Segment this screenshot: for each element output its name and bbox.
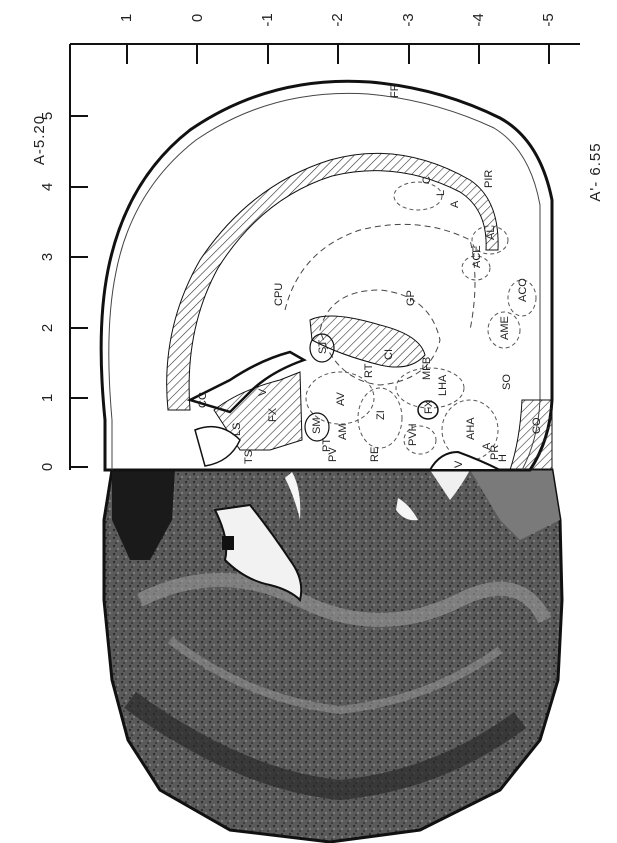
region-label: AL [485,227,497,240]
region-label: AM [337,424,349,441]
vtick-5: 5 [39,112,56,120]
region-label: FX [423,399,435,414]
region-label: SM [311,418,323,435]
region-label: PIR [483,170,495,188]
region-label: V [257,388,269,396]
region-label: SO [501,374,513,390]
htick-0: 0 [189,14,206,22]
vtick-1: 1 [39,394,56,402]
region-label: V [453,460,465,468]
region-label: TS [243,450,255,464]
region-label: PVH [407,423,419,446]
region-label: CPU [273,283,285,306]
plate-top-label: A-5.20 [31,115,48,165]
htick-m5: -5 [540,13,557,26]
region-label: L [435,190,447,196]
region-label: RE [369,447,381,462]
atlas-drawing [101,81,552,470]
region-label: LHA [437,374,449,396]
region-label: ACO [517,278,529,302]
region-label: ACE [471,245,483,268]
vtick-4: 4 [39,183,56,191]
region-label: GP [405,290,417,306]
region-label: AHA [465,417,477,440]
region-label: C [421,176,433,184]
region-label: RT [363,363,375,378]
vtick-2: 2 [39,324,56,332]
htick-m2: -2 [329,13,346,26]
region-label: AV [335,391,347,406]
horizontal-axis: 1 0 -1 -2 -3 -4 -5 [70,13,580,64]
region-label: AME [499,316,511,340]
region-label: FR [389,83,401,98]
vertical-axis: 5 4 3 2 1 0 [39,44,88,471]
htick-1: 1 [118,14,135,22]
vtick-3: 3 [39,253,56,261]
region-label: ZI [375,410,387,420]
region-label: A [449,200,461,208]
region-label: CO [531,417,543,434]
region-label: LS [231,423,243,436]
htick-m4: -4 [470,13,487,26]
htick-m3: -3 [400,13,417,26]
region-label: MFB [421,357,433,380]
region-label: PR [489,445,501,460]
region-label: ST [317,340,329,354]
region-label: FX [267,407,279,422]
vtick-0: 0 [39,463,56,471]
histology-photo [104,470,562,842]
plate-bottom-label: A'- 6.55 [587,142,604,201]
region-label: PV [327,447,339,462]
region-label: CC [197,392,209,408]
region-label: CI [383,349,395,360]
htick-m1: -1 [259,13,276,26]
